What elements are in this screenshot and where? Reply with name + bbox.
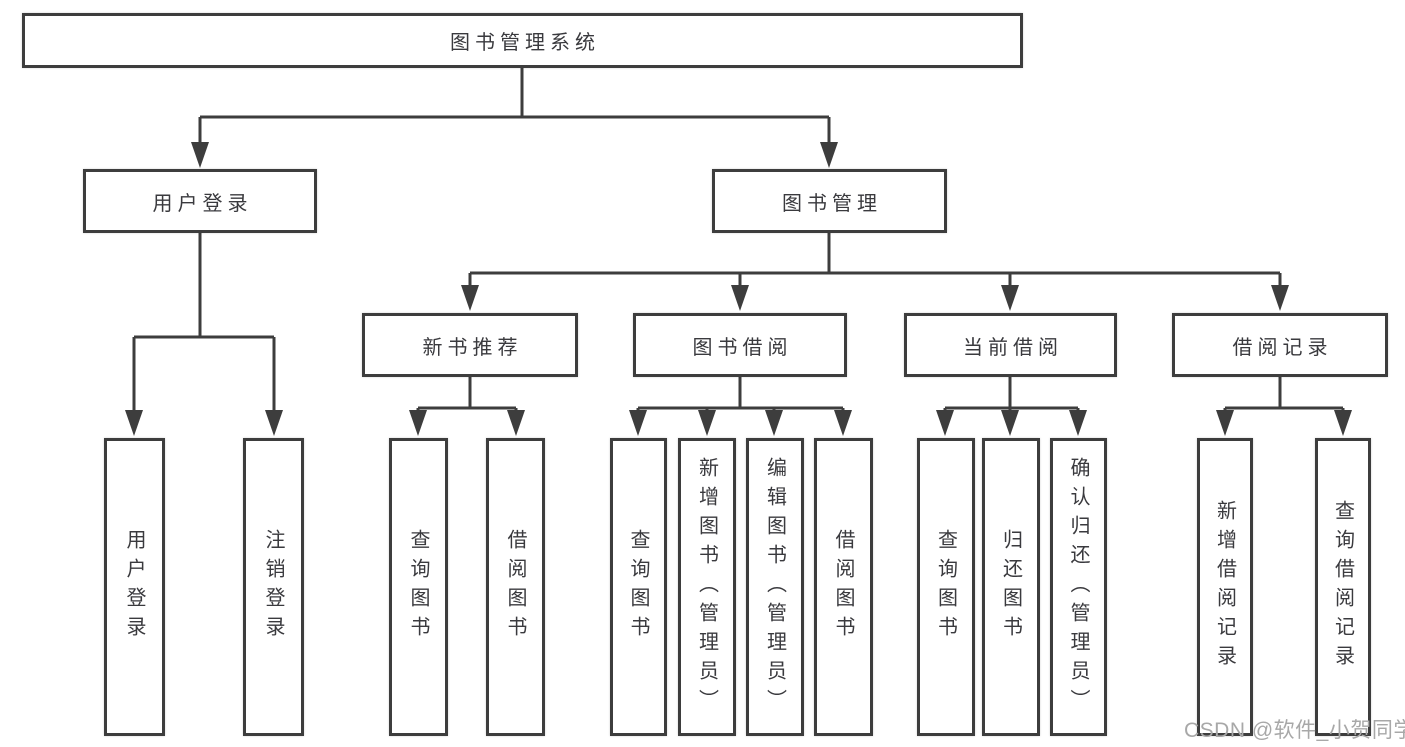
connector-bookborrow-to-leaves	[629, 377, 852, 436]
arrowhead	[765, 410, 783, 436]
connector-bookmgmt-to-level3	[461, 233, 1289, 311]
connector-userlogin-to-leaves	[125, 233, 283, 436]
leaf-add-book-admin: 新增图书（管理员）	[678, 438, 736, 736]
arrowhead	[409, 410, 427, 436]
leaf-edit-book-admin: 编辑图书（管理员）	[746, 438, 804, 736]
arrowhead	[265, 410, 283, 436]
arrowhead	[731, 285, 749, 311]
arrowhead	[507, 410, 525, 436]
node-borrow-records: 借阅记录	[1172, 313, 1388, 377]
leaf-user-login: 用户登录	[104, 438, 165, 736]
connector-records-to-leaves	[1216, 377, 1352, 436]
arrowhead	[191, 142, 209, 168]
node-book-borrow: 图书借阅	[633, 313, 847, 377]
arrowhead	[834, 410, 852, 436]
leaf-add-borrow-record: 新增借阅记录	[1197, 438, 1253, 736]
arrowhead	[820, 142, 838, 168]
arrowhead	[1216, 410, 1234, 436]
node-new-book-recommend: 新书推荐	[362, 313, 578, 377]
node-library-system: 图书管理系统	[22, 13, 1023, 68]
arrowhead	[1271, 285, 1289, 311]
node-current-borrow: 当前借阅	[904, 313, 1117, 377]
leaf-query-borrow-record: 查询借阅记录	[1315, 438, 1371, 736]
connector-root-to-level2	[191, 68, 838, 168]
connector-newbook-to-leaves	[409, 377, 525, 436]
leaf-query-books-recommend: 查询图书	[389, 438, 448, 736]
node-book-management: 图书管理	[712, 169, 947, 233]
arrowhead	[936, 410, 954, 436]
leaf-return-books: 归还图书	[982, 438, 1040, 736]
leaf-query-books-borrow: 查询图书	[610, 438, 667, 736]
arrowhead	[125, 410, 143, 436]
connector-currentborrow-to-leaves	[936, 377, 1087, 436]
arrowhead	[1001, 410, 1019, 436]
arrowhead	[698, 410, 716, 436]
arrowhead	[629, 410, 647, 436]
leaf-borrow-books: 借阅图书	[814, 438, 873, 736]
arrowhead	[1069, 410, 1087, 436]
csdn-watermark: CSDN @软件_小贺同学	[1184, 719, 1405, 742]
arrowhead	[1001, 285, 1019, 311]
leaf-confirm-return-admin: 确认归还（管理员）	[1050, 438, 1107, 736]
leaf-borrow-books-recommend: 借阅图书	[486, 438, 545, 736]
arrowhead	[461, 285, 479, 311]
leaf-query-books-current: 查询图书	[917, 438, 975, 736]
node-user-login: 用户登录	[83, 169, 317, 233]
arrowhead	[1334, 410, 1352, 436]
leaf-logout: 注销登录	[243, 438, 304, 736]
